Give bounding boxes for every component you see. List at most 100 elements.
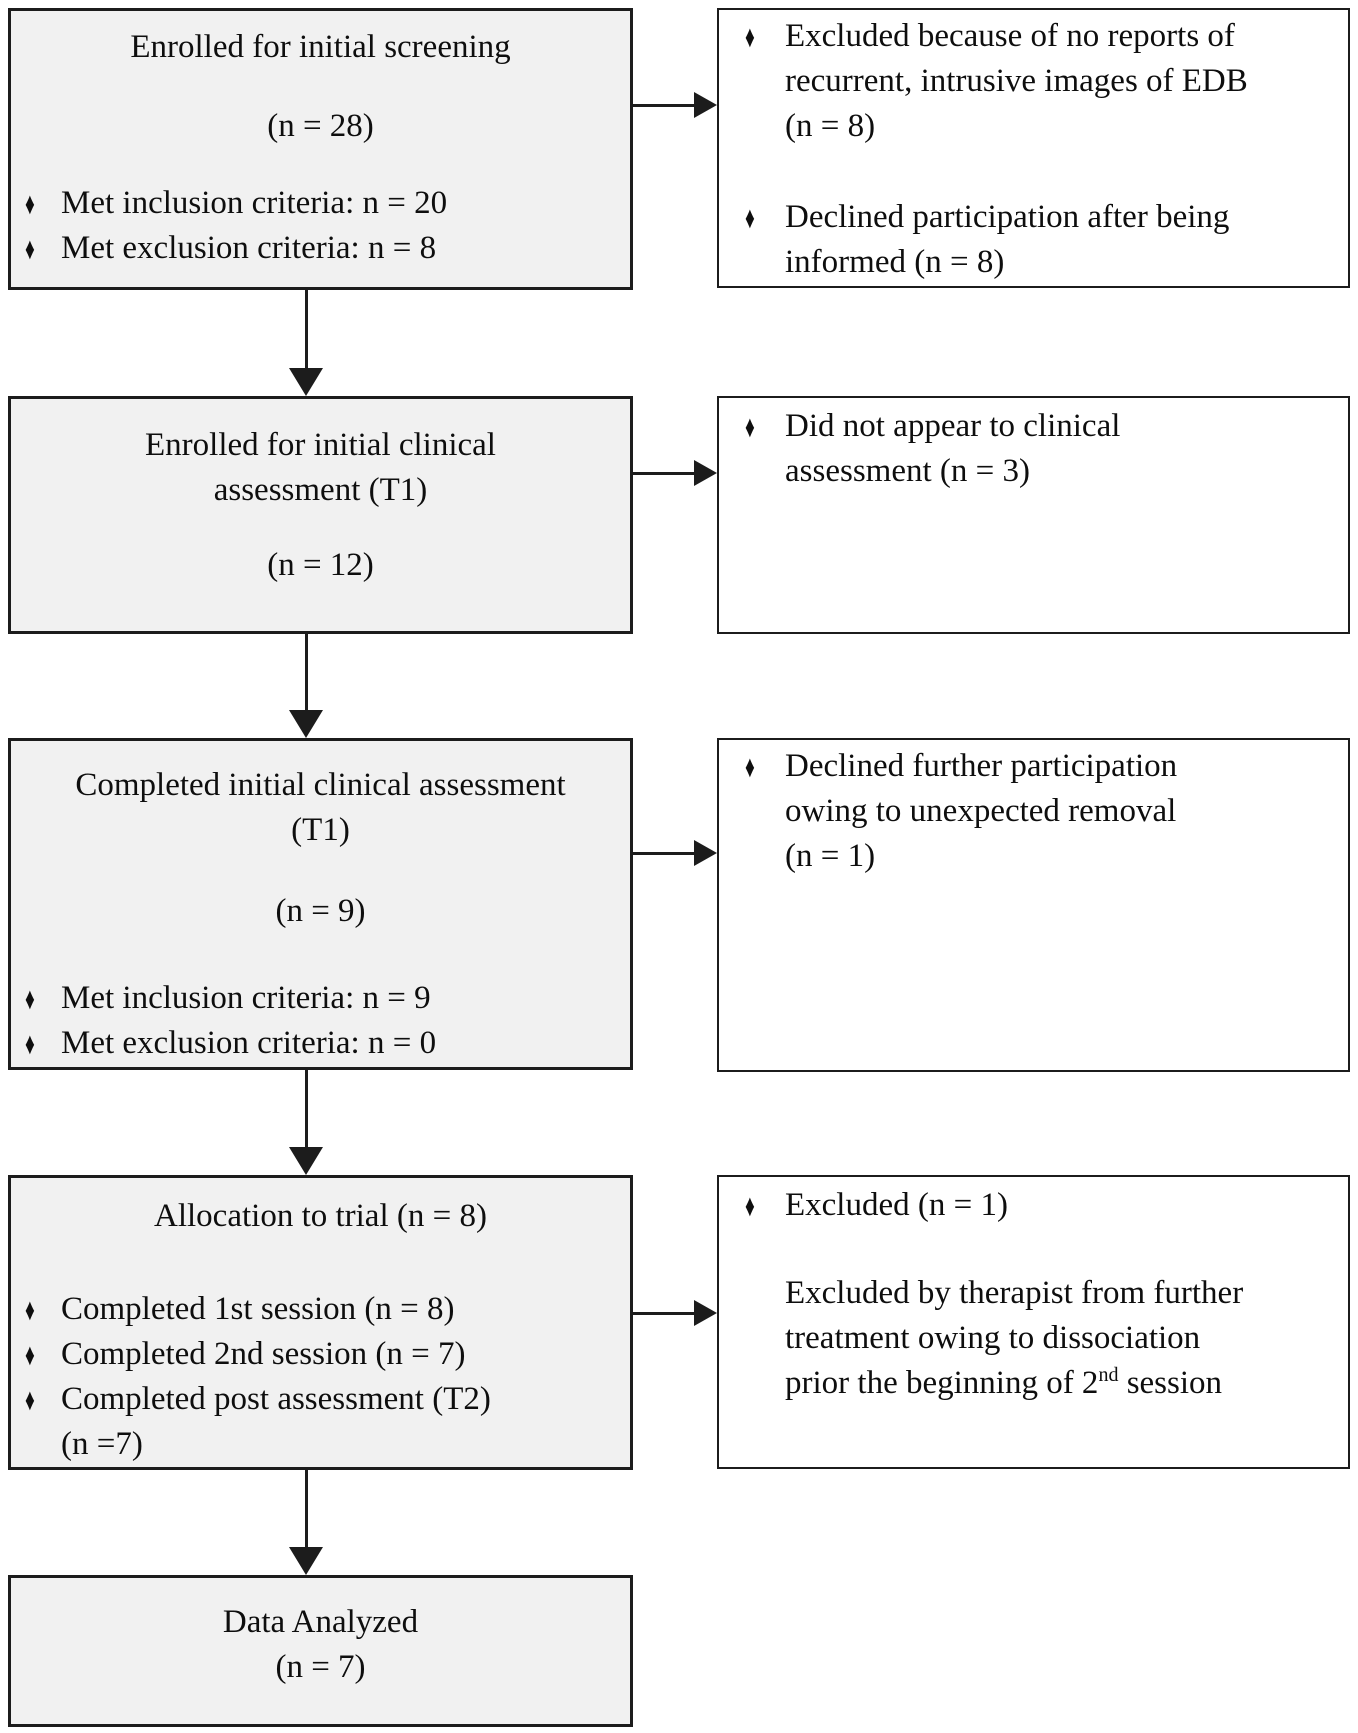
bullet-text-line: Declined further participation xyxy=(785,748,1178,784)
arrow-shaft xyxy=(304,290,308,368)
box-title: Allocation to trial (n = 8) xyxy=(154,1198,487,1234)
bullet-text-line: Excluded because of no reports of xyxy=(785,18,1235,54)
count-label: (n = 7) xyxy=(275,1649,366,1685)
right-arrow xyxy=(633,92,717,118)
arrow-head-icon xyxy=(694,92,717,118)
arrow-shaft xyxy=(633,103,694,107)
bullet-list: ♦ Completed 1st session (n = 8) ♦ Comple… xyxy=(25,1287,616,1467)
arrow-head-icon xyxy=(694,1300,717,1326)
arrow-head-icon xyxy=(289,710,323,738)
diamond-bullet-icon: ♦ xyxy=(745,1188,755,1223)
bullet-text: Completed 2nd session (n = 7) xyxy=(61,1336,466,1372)
arrow-head-icon xyxy=(289,1547,323,1575)
right-arrow xyxy=(633,1300,717,1326)
box-title-line: (T1) xyxy=(291,812,350,848)
diamond-bullet-icon: ♦ xyxy=(25,1382,35,1417)
arrow-head-icon xyxy=(694,840,717,866)
diamond-bullet-icon: ♦ xyxy=(745,749,755,784)
bullet-item: ♦ Completed 1st session (n = 8) xyxy=(25,1287,616,1332)
box-completed-clinical-assessment: Completed initial clinical assessment (T… xyxy=(8,738,633,1070)
bullet-text: Met inclusion criteria: n = 9 xyxy=(61,980,431,1016)
bullet-text: Met exclusion criteria: n = 8 xyxy=(61,230,437,266)
note-line: prior the beginning of 2nd session xyxy=(785,1361,1328,1406)
bullet-text-line: (n =7) xyxy=(61,1426,143,1462)
count-label: (n = 9) xyxy=(275,893,366,929)
bullet-item: ♦ Completed post assessment (T2) (n =7) xyxy=(25,1377,616,1467)
note-line: treatment owing to dissociation xyxy=(785,1320,1201,1356)
diamond-bullet-icon: ♦ xyxy=(745,200,755,235)
ordinal-superscript: nd xyxy=(1098,1364,1119,1386)
diamond-bullet-icon: ♦ xyxy=(25,1292,35,1327)
box-declined-further: ♦ Declined further participation owing t… xyxy=(717,738,1350,1072)
arrow-shaft xyxy=(633,1311,694,1315)
box-title-line: assessment (T1) xyxy=(213,472,428,508)
box-title: Enrolled for initial screening xyxy=(130,29,511,65)
bullet-text-line: assessment (n = 3) xyxy=(785,453,1030,489)
bullet-text: Excluded (n = 1) xyxy=(785,1187,1008,1223)
bullet-list: ♦ Met inclusion criteria: n = 9 ♦ Met ex… xyxy=(25,976,616,1066)
box-title-line: Enrolled for initial clinical xyxy=(145,427,496,463)
bullet-item: ♦ Did not appear to clinical assessment … xyxy=(745,404,1328,494)
bullet-text-line: owing to unexpected removal xyxy=(785,793,1177,829)
note-paragraph: Excluded by therapist from further treat… xyxy=(785,1271,1328,1406)
right-arrow xyxy=(633,840,717,866)
note-line-pre: prior the beginning of 2 xyxy=(785,1365,1099,1401)
bullet-item: ♦ Met inclusion criteria: n = 20 xyxy=(25,181,616,226)
down-arrow xyxy=(289,1070,323,1175)
bullet-item: ♦ Met exclusion criteria: n = 8 xyxy=(25,226,616,271)
bullet-item: ♦ Met exclusion criteria: n = 0 xyxy=(25,1021,616,1066)
box-data-analyzed: Data Analyzed (n = 7) xyxy=(8,1575,633,1727)
arrow-head-icon xyxy=(694,460,717,486)
bullet-text-line: Did not appear to clinical xyxy=(785,408,1121,444)
bullet-text: Excluded because of no reports of recurr… xyxy=(785,14,1328,149)
arrow-shaft xyxy=(633,471,694,475)
bullet-text: Completed post assessment (T2) (n =7) xyxy=(61,1377,616,1467)
arrow-head-icon xyxy=(289,1147,323,1175)
box-excluded-trial: ♦ Excluded (n = 1) Excluded by therapist… xyxy=(717,1175,1350,1469)
box-title-line: Completed initial clinical assessment xyxy=(75,767,566,803)
diamond-bullet-icon: ♦ xyxy=(745,19,755,54)
diamond-bullet-icon: ♦ xyxy=(25,1337,35,1372)
diamond-bullet-icon: ♦ xyxy=(25,231,35,266)
diamond-bullet-icon: ♦ xyxy=(25,981,35,1016)
bullet-text: Did not appear to clinical assessment (n… xyxy=(785,404,1328,494)
bullet-text-line: Declined participation after being xyxy=(785,199,1230,235)
bullet-text-line: recurrent, intrusive images of EDB xyxy=(785,63,1248,99)
arrow-shaft xyxy=(304,634,308,710)
bullet-item: ♦ Met inclusion criteria: n = 9 xyxy=(25,976,616,1021)
bullet-text: Met inclusion criteria: n = 20 xyxy=(61,185,448,221)
arrow-shaft xyxy=(633,851,694,855)
bullet-item: ♦ Completed 2nd session (n = 7) xyxy=(25,1332,616,1377)
down-arrow xyxy=(289,1470,323,1575)
box-did-not-appear: ♦ Did not appear to clinical assessment … xyxy=(717,396,1350,634)
down-arrow xyxy=(289,290,323,396)
right-arrow xyxy=(633,460,717,486)
bullet-list: ♦ Met inclusion criteria: n = 20 ♦ Met e… xyxy=(25,181,616,271)
box-enrolled-clinical-assessment: Enrolled for initial clinical assessment… xyxy=(8,396,633,634)
bullet-item: ♦ Declined further participation owing t… xyxy=(745,744,1328,879)
box-allocation-trial: Allocation to trial (n = 8) ♦ Completed … xyxy=(8,1175,633,1470)
bullet-text-line: informed (n = 8) xyxy=(785,244,1005,280)
box-title-line: Data Analyzed xyxy=(222,1604,419,1640)
diamond-bullet-icon: ♦ xyxy=(745,409,755,444)
arrow-shaft xyxy=(304,1070,308,1147)
bullet-text-line: (n = 1) xyxy=(785,838,876,874)
bullet-text-line: Completed post assessment (T2) xyxy=(61,1381,491,1417)
bullet-item: ♦ Declined participation after being inf… xyxy=(745,195,1328,285)
diamond-bullet-icon: ♦ xyxy=(25,186,35,221)
down-arrow xyxy=(289,634,323,738)
bullet-text: Declined further participation owing to … xyxy=(785,744,1328,879)
bullet-item: ♦ Excluded (n = 1) xyxy=(745,1183,1328,1228)
count-label: (n = 12) xyxy=(267,547,374,583)
box-excluded-screening: ♦ Excluded because of no reports of recu… xyxy=(717,8,1350,288)
note-line-post: session xyxy=(1118,1365,1223,1401)
note-line: Excluded by therapist from further xyxy=(785,1275,1244,1311)
bullet-text-line: (n = 8) xyxy=(785,108,876,144)
diamond-bullet-icon: ♦ xyxy=(25,1026,35,1061)
box-enrolled-screening: Enrolled for initial screening (n = 28) … xyxy=(8,8,633,290)
count-label: (n = 28) xyxy=(267,108,374,144)
bullet-text: Declined participation after being infor… xyxy=(785,195,1328,285)
bullet-text: Met exclusion criteria: n = 0 xyxy=(61,1025,437,1061)
bullet-text: Completed 1st session (n = 8) xyxy=(61,1291,455,1327)
